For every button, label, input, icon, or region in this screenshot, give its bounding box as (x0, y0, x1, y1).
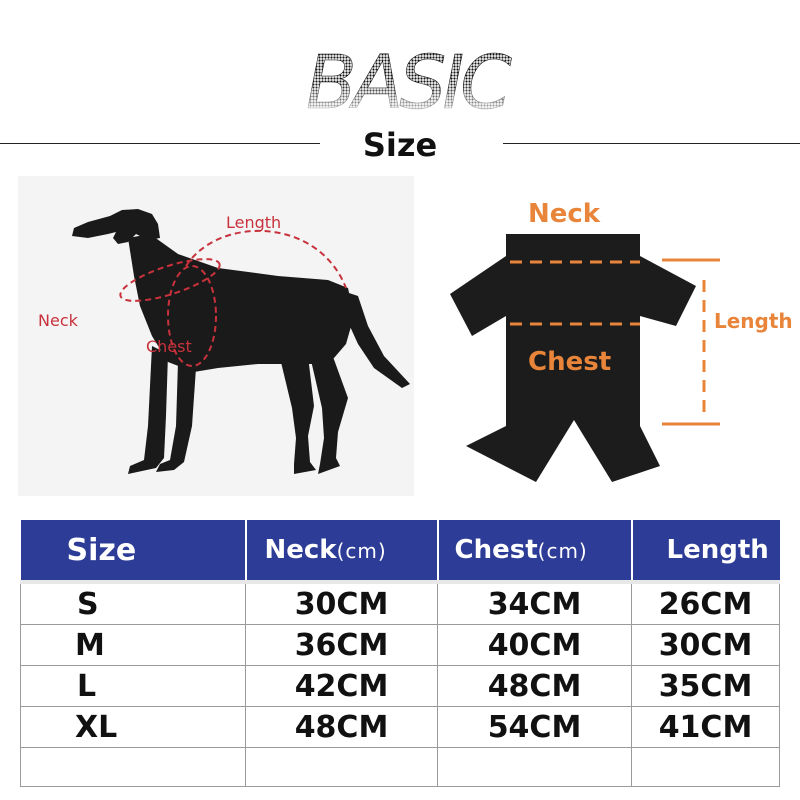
dog-neck-label: Neck (38, 311, 79, 330)
table-row-empty (20, 747, 780, 787)
dog-length-label: Length (226, 213, 281, 232)
cell-chest: 54CM (437, 706, 632, 748)
garment-shape-icon (450, 234, 696, 482)
table-header-row: Size Neck(cm) Chest(cm) Length (cm) (20, 520, 800, 584)
garment-diagram: Neck Chest Length (450, 199, 793, 482)
cell-chest: 40CM (437, 624, 632, 666)
cell-neck: 42CM (245, 665, 438, 707)
cell-size: XL (20, 706, 246, 748)
cell-length: 35CM (631, 665, 780, 707)
title-rule-left (0, 143, 320, 144)
dog-silhouette-icon (72, 209, 410, 474)
svg-text:BASIC: BASIC (306, 40, 512, 118)
page-title: Size (362, 126, 438, 164)
cell-neck (245, 747, 438, 787)
cell-neck: 48CM (245, 706, 438, 748)
cell-length: 30CM (631, 624, 780, 666)
garment-length-label: Length (714, 309, 793, 333)
table-row: S 30CM 34CM 26CM (20, 581, 780, 625)
garment-measure-panel: Neck Chest Length (440, 176, 800, 496)
cell-size: S (20, 581, 246, 625)
cell-length (631, 747, 780, 787)
measure-lines (119, 229, 347, 367)
garment-neck-label: Neck (528, 199, 601, 229)
cell-neck: 36CM (245, 624, 438, 666)
size-table: Size Neck(cm) Chest(cm) Length (cm) S 30… (20, 520, 800, 787)
cell-size: M (20, 624, 246, 666)
cell-length: 26CM (631, 581, 780, 625)
cell-chest: 48CM (437, 665, 632, 707)
header-neck: Neck(cm) (245, 520, 439, 584)
table-row: M 36CM 40CM 30CM (20, 624, 780, 666)
cell-size: L (20, 665, 246, 707)
title-rule-right (503, 143, 800, 144)
cell-chest: 34CM (437, 581, 632, 625)
dog-measure-panel: Length Neck Chest (18, 176, 414, 496)
table-row: XL 48CM 54CM 41CM (20, 706, 780, 748)
table-row: L 42CM 48CM 35CM (20, 665, 780, 707)
cell-length: 41CM (631, 706, 780, 748)
header-length: Length (cm) (631, 520, 800, 584)
cell-neck: 30CM (245, 581, 438, 625)
cell-chest (437, 747, 632, 787)
dog-diagram: Length Neck Chest (38, 209, 410, 474)
header-chest: Chest(cm) (437, 520, 633, 584)
brand-logo: BASIC (306, 40, 517, 118)
cell-size (20, 747, 246, 787)
dog-chest-label: Chest (146, 337, 192, 356)
garment-chest-label: Chest (528, 347, 611, 377)
header-size: Size (20, 520, 247, 584)
